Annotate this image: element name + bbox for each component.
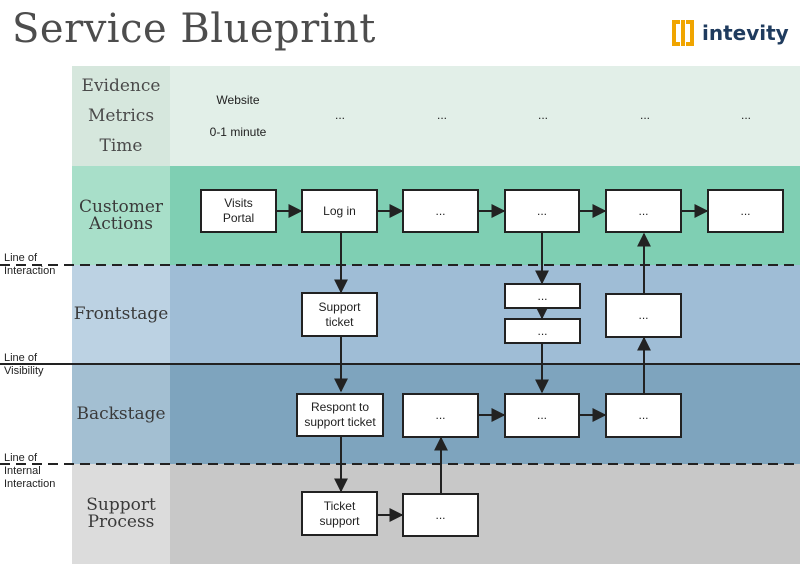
evidence-placeholder: ... [639,108,650,122]
line-label-text: Interaction [4,478,56,490]
evidence-placeholder: ... [740,108,751,122]
frontstage-box-top[interactable]: ... [504,283,581,309]
support-label-line: Process [87,512,155,532]
evidence-header: Evidence Metrics Time [72,66,170,166]
line-of-internal-interaction-label: Line of Internal Interaction [4,452,55,491]
customer-action-box[interactable]: ... [605,189,682,233]
frontstage-box-right[interactable]: ... [605,293,682,338]
backstage-label-bg [72,364,170,464]
evidence-placeholder: ... [436,108,447,122]
backstage-box[interactable]: ... [605,393,682,438]
frontstage-label: Frontstage [73,304,169,324]
frontstage-label-bg [72,265,170,364]
customer-label-line: Customer [78,196,164,217]
line-label-text: Line of [4,452,38,464]
intevity-logo-mark [672,20,694,46]
frontstage-box-bottom[interactable]: ... [504,318,581,344]
log-in-box[interactable]: Log in [301,189,378,233]
respond-ticket-box[interactable]: Respont to support ticket [296,393,384,437]
evidence-label: Evidence [81,76,161,96]
line-of-interaction-label: Line of Interaction [4,252,55,278]
evidence-website: Website [216,93,260,107]
page-title: Service Blueprint [12,6,376,52]
customer-label-line: Actions [89,213,153,234]
customer-action-box[interactable]: ... [504,189,580,233]
support-label-line: Support [86,495,156,515]
evidence-placeholder: ... [334,108,345,122]
customer-label-bg [72,166,170,265]
backstage-box[interactable]: ... [402,393,479,438]
metrics-label: Metrics [87,106,155,126]
visits-portal-box[interactable]: Visits Portal [200,189,277,233]
customer-action-box[interactable]: ... [402,189,479,233]
support-process-box[interactable]: ... [402,493,479,537]
line-label-text: Line of [4,252,38,264]
backstage-label: Backstage [76,403,166,424]
evidence-placeholder: ... [537,108,548,122]
line-of-visibility-label: Line of Visibility [4,352,44,378]
evidence-band [72,66,800,166]
time-first: 0-1 minute [209,125,267,139]
line-label-text: Internal [4,465,41,477]
time-label: Time [99,136,143,156]
line-label-text: Line of [4,352,38,364]
intevity-logo: intevity [670,16,789,50]
line-label-text: Interaction [4,265,56,277]
backstage-box[interactable]: ... [504,393,580,438]
support-label-bg [72,464,170,564]
customer-action-box[interactable]: ... [707,189,784,233]
line-label-text: Visibility [4,365,44,377]
intevity-logo-text: intevity [702,21,789,45]
ticket-support-box[interactable]: Ticket support [301,491,378,536]
evidence-label-bg [72,66,170,166]
support-ticket-box[interactable]: Support ticket [301,292,378,337]
